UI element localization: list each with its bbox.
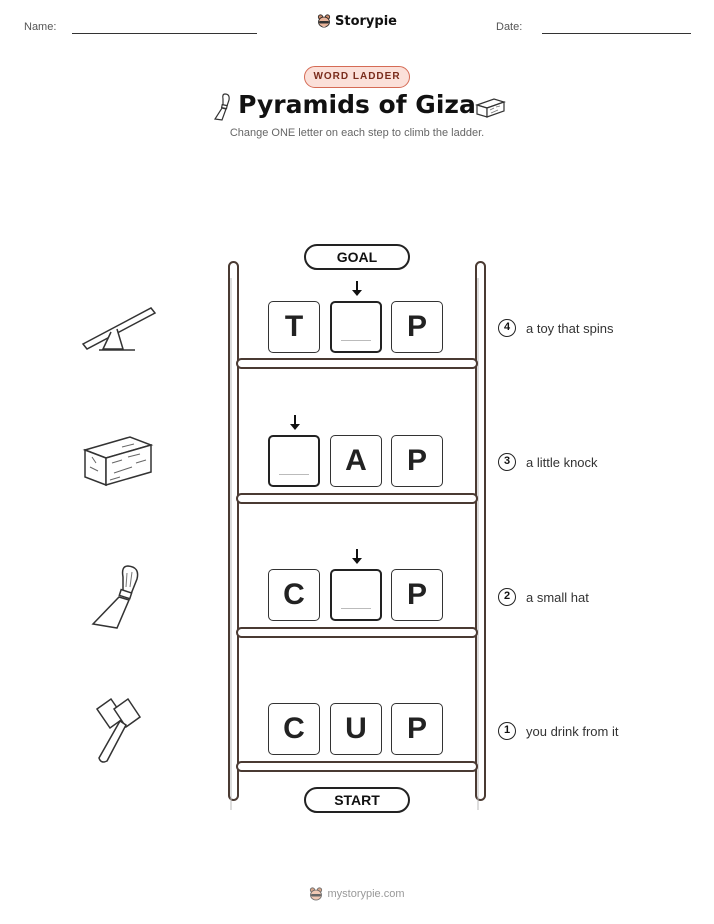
clue-number: 4 [498, 319, 516, 337]
storypie-logo-icon [317, 14, 331, 28]
blank-letter-tile[interactable] [268, 435, 320, 487]
seesaw-icon [81, 307, 157, 351]
clue-text: a little knock [526, 454, 598, 470]
goal-label: GOAL [304, 244, 410, 270]
clue-3: 3 a little knock [498, 453, 598, 471]
start-label: START [304, 787, 410, 813]
clue-text: a toy that spins [526, 320, 614, 336]
letter-tile: P [391, 703, 443, 755]
ladder [228, 261, 486, 810]
page-title: Pyramids of Giza [238, 90, 476, 119]
clue-1: 1 you drink from it [498, 722, 618, 740]
chisel-icon [213, 93, 230, 121]
footer-url[interactable]: mystorypie.com [327, 888, 405, 900]
footer: mystorypie.com [0, 886, 714, 902]
date-label: Date: [496, 21, 523, 33]
brand-name: Storypie [335, 13, 397, 29]
storypie-logo-icon [310, 887, 323, 901]
clue-2: 2 a small hat [498, 588, 589, 606]
blank-letter-tile[interactable] [330, 301, 382, 353]
instructions: Change ONE letter on each step to climb … [229, 127, 485, 139]
mallet-icon [95, 697, 142, 763]
clue-text: a small hat [526, 589, 589, 605]
chisel-icon [91, 565, 139, 629]
change-arrow [348, 280, 366, 303]
ladder-rails [228, 261, 486, 810]
letter-tile: T [268, 301, 320, 353]
change-arrow [348, 548, 366, 571]
clue-4: 4 a toy that spins [498, 319, 613, 337]
word-ladder-badge: WORD LADDER [304, 66, 410, 88]
letter-tile: P [391, 435, 443, 487]
name-line[interactable] [72, 33, 257, 34]
name-label: Name: [24, 21, 57, 33]
stone-block-icon [82, 436, 154, 487]
letter-tile: A [330, 435, 382, 487]
letter-tile: U [330, 703, 382, 755]
clue-number: 3 [498, 453, 516, 471]
stone-block-icon [475, 98, 506, 118]
ladder-rungs [236, 358, 478, 772]
blank-letter-tile[interactable] [330, 569, 382, 621]
date-line[interactable] [542, 33, 691, 34]
letter-tile: P [391, 569, 443, 621]
clue-text: you drink from it [526, 723, 619, 739]
brand: Storypie [0, 13, 714, 29]
letter-tile: C [268, 569, 320, 621]
letter-tile: P [391, 301, 443, 353]
change-arrow [286, 414, 304, 437]
letter-tile: C [268, 703, 320, 755]
clue-number: 2 [498, 588, 516, 606]
clue-number: 1 [498, 722, 516, 740]
